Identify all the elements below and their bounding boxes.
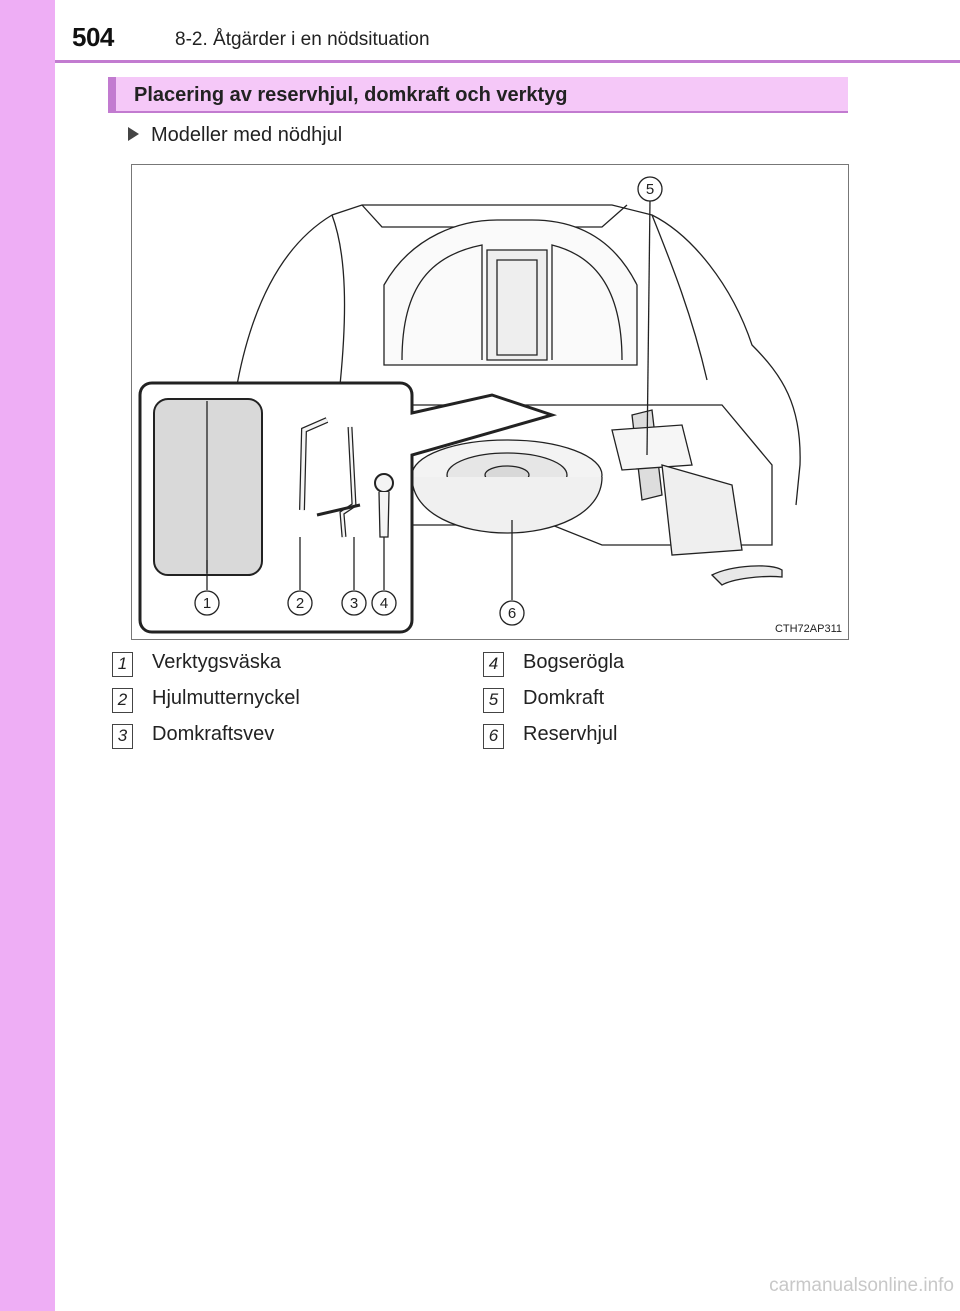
- svg-text:1: 1: [203, 595, 211, 612]
- legend-number-box: 4: [483, 652, 504, 677]
- svg-text:5: 5: [646, 181, 654, 198]
- callout-1: 1: [194, 590, 220, 616]
- legend-label: Reservhjul: [523, 723, 618, 745]
- figure-code: CTH72AP311: [774, 623, 842, 635]
- callout-4: 4: [371, 590, 397, 616]
- callout-2: 2: [287, 590, 313, 616]
- legend: 1 Verktygsväska 2 Hjulmutternyckel 3 Dom…: [112, 644, 852, 754]
- legend-number-box: 1: [112, 652, 133, 677]
- callout-5: 5: [637, 176, 663, 202]
- legend-label: Hjulmutternyckel: [152, 687, 300, 709]
- svg-text:6: 6: [508, 605, 516, 622]
- page-number: 504: [72, 22, 114, 52]
- trunk-drawing: 1 2 3 4 5 6: [138, 176, 801, 634]
- header-divider: [55, 60, 960, 63]
- callout-6: 6: [499, 600, 525, 626]
- svg-text:2: 2: [296, 595, 304, 612]
- legend-number-box: 5: [483, 688, 504, 713]
- legend-number-box: 3: [112, 724, 133, 749]
- subheading-text: Modeller med nödhjul: [151, 124, 343, 146]
- legend-number-box: 2: [112, 688, 133, 713]
- watermark-text: carmanualsonline.info: [769, 1275, 954, 1296]
- svg-text:3: 3: [350, 595, 358, 612]
- illustration-trunk-spare-wheel: 1 2 3 4 5 6 CTH72AP311: [131, 164, 849, 640]
- subheading: Modeller med nödhjul: [128, 124, 342, 147]
- legend-label: Verktygsväska: [152, 651, 281, 673]
- legend-label: Domkraftsvev: [152, 723, 275, 745]
- callout-3: 3: [341, 590, 367, 616]
- section-title: Placering av reservhjul, domkraft och ve…: [134, 84, 568, 106]
- chapter-title: 8-2. Åtgärder i en nödsituation: [175, 29, 430, 50]
- section-heading-bar: Placering av reservhjul, domkraft och ve…: [108, 77, 848, 113]
- legend-number-box: 6: [483, 724, 504, 749]
- page-sidebar-tab: [0, 0, 55, 1311]
- svg-text:4: 4: [380, 595, 388, 612]
- legend-label: Bogserögla: [523, 651, 625, 673]
- legend-label: Domkraft: [523, 687, 605, 709]
- triangle-bullet-icon: [128, 127, 139, 141]
